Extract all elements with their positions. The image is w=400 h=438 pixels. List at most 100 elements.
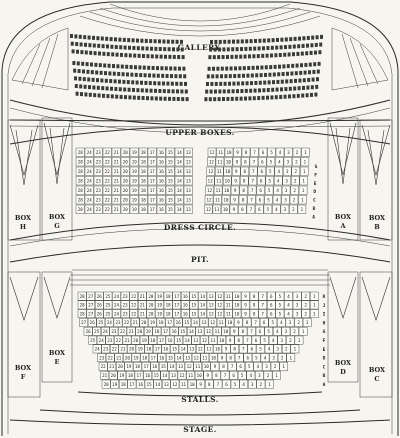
stalls-seat[interactable]: 7 xyxy=(258,300,268,310)
stalls-seat[interactable]: 6 xyxy=(259,318,269,327)
stalls-seat[interactable]: 15 xyxy=(174,335,183,345)
stalls-seat[interactable]: 17 xyxy=(134,371,144,380)
stalls-seat[interactable]: 21 xyxy=(137,291,147,301)
dress-circle-seat[interactable]: 7 xyxy=(247,185,257,195)
dress-circle-seat[interactable]: 23 xyxy=(93,157,103,167)
stalls-seat[interactable]: 2 xyxy=(301,291,311,301)
stalls-seat[interactable]: 15 xyxy=(170,344,179,354)
stalls-seat[interactable]: 1 xyxy=(298,327,308,336)
dress-circle-seat[interactable]: 8 xyxy=(241,157,250,167)
stalls-seat[interactable]: 28 xyxy=(77,309,87,319)
stalls-seat[interactable]: 27 xyxy=(86,300,95,310)
stalls-seat[interactable]: 22 xyxy=(98,362,108,371)
dress-circle-seat[interactable]: 3 xyxy=(283,157,293,167)
stalls-seat[interactable]: 8 xyxy=(249,309,259,319)
stalls-seat[interactable]: 5 xyxy=(275,291,285,301)
stalls-seat[interactable]: 1 xyxy=(302,318,312,327)
stalls-seat[interactable]: 9 xyxy=(221,344,231,354)
stalls-seat[interactable]: 17 xyxy=(172,300,182,310)
stalls-seat[interactable]: 22 xyxy=(118,327,127,336)
stalls-seat[interactable]: 21 xyxy=(107,362,116,371)
dress-circle-seat[interactable]: 24 xyxy=(84,176,94,186)
stalls-seat[interactable]: 14 xyxy=(174,353,184,363)
stalls-seat[interactable]: 16 xyxy=(173,318,183,327)
stalls-seat[interactable]: 17 xyxy=(172,309,182,319)
dress-circle-seat[interactable]: 1 xyxy=(301,147,310,157)
stalls-seat[interactable]: 7 xyxy=(258,309,268,319)
stalls-seat[interactable]: 19 xyxy=(148,318,157,327)
dress-circle-seat[interactable]: 2 xyxy=(291,166,300,176)
stalls-seat[interactable]: 11 xyxy=(208,335,218,345)
stalls-seat[interactable]: 8 xyxy=(204,379,214,389)
stalls-seat[interactable]: 20 xyxy=(115,362,125,371)
dress-circle-seat[interactable]: 5 xyxy=(267,147,276,157)
dress-circle-seat[interactable]: 28 xyxy=(75,204,85,214)
dress-circle-seat[interactable]: 9 xyxy=(232,166,241,176)
dress-circle-seat[interactable]: 11 xyxy=(214,176,223,186)
dress-circle-seat[interactable]: 24 xyxy=(84,195,94,205)
dress-circle-seat[interactable]: 3 xyxy=(282,176,291,186)
stalls-seat[interactable]: 3 xyxy=(285,318,295,327)
stalls-seat[interactable]: 12 xyxy=(191,353,201,363)
stalls-seat[interactable]: 10 xyxy=(221,327,231,336)
dress-circle-seat[interactable]: 5 xyxy=(264,195,273,205)
stalls-seat[interactable]: 15 xyxy=(182,318,192,327)
stalls-seat[interactable]: 9 xyxy=(241,300,250,310)
dress-circle-seat[interactable]: 28 xyxy=(75,185,85,195)
stalls-seat[interactable]: 10 xyxy=(194,371,204,380)
dress-circle-seat[interactable]: 7 xyxy=(248,176,257,186)
dress-circle-seat[interactable]: 22 xyxy=(102,166,112,176)
dress-circle-seat[interactable]: 19 xyxy=(129,176,139,186)
stalls-seat[interactable]: 22 xyxy=(105,353,115,363)
dress-circle-seat[interactable]: 11 xyxy=(216,147,225,157)
stalls-seat[interactable]: 7 xyxy=(251,318,260,327)
dress-circle-seat[interactable]: 21 xyxy=(111,157,121,167)
stalls-seat[interactable]: 5 xyxy=(237,371,247,380)
dress-circle-seat[interactable]: 12 xyxy=(207,147,217,157)
stalls-seat[interactable]: 11 xyxy=(179,379,188,389)
stalls-seat[interactable]: 12 xyxy=(215,300,225,310)
dress-circle-seat[interactable]: 20 xyxy=(120,176,130,186)
stalls-seat[interactable]: 13 xyxy=(183,353,192,363)
stalls-seat[interactable]: 7 xyxy=(238,344,248,354)
stalls-seat[interactable]: 22 xyxy=(114,335,123,345)
dress-circle-seat[interactable]: 1 xyxy=(297,204,307,214)
dress-circle-seat[interactable]: 6 xyxy=(256,185,265,195)
stalls-seat[interactable]: 24 xyxy=(92,344,102,354)
stalls-seat[interactable]: 20 xyxy=(131,335,140,345)
dress-circle-seat[interactable]: 18 xyxy=(138,157,148,167)
stalls-seat[interactable]: 18 xyxy=(140,353,149,363)
stalls-seat[interactable]: 22 xyxy=(129,309,139,319)
dress-circle-seat[interactable]: 17 xyxy=(147,195,157,205)
stalls-seat[interactable]: 23 xyxy=(120,300,130,310)
dress-circle-seat[interactable]: 2 xyxy=(291,176,300,186)
stalls-seat[interactable]: 14 xyxy=(198,291,207,301)
stalls-seat[interactable]: 19 xyxy=(131,353,141,363)
stalls-seat[interactable]: 14 xyxy=(186,327,196,336)
stalls-seat[interactable]: 20 xyxy=(146,291,156,301)
stalls-seat[interactable]: 2 xyxy=(270,362,280,371)
stalls-seat[interactable]: 20 xyxy=(108,371,118,380)
stalls-seat[interactable]: 13 xyxy=(161,379,171,389)
dress-circle-seat[interactable]: 18 xyxy=(138,147,148,157)
stalls-seat[interactable]: 14 xyxy=(198,309,207,319)
stalls-seat[interactable]: 19 xyxy=(124,362,134,371)
dress-circle-seat[interactable]: 19 xyxy=(129,195,139,205)
stalls-seat[interactable]: 8 xyxy=(238,327,248,336)
dress-circle-seat[interactable]: 28 xyxy=(75,147,85,157)
stalls-seat[interactable]: 16 xyxy=(157,353,167,363)
stalls-seat[interactable]: 10 xyxy=(201,362,211,371)
dress-circle-seat[interactable]: 28 xyxy=(75,176,85,186)
stalls-seat[interactable]: 15 xyxy=(189,309,199,319)
stalls-seat[interactable]: 20 xyxy=(123,353,132,363)
stalls-seat[interactable]: 13 xyxy=(206,309,216,319)
stalls-seat[interactable]: 14 xyxy=(191,318,200,327)
stalls-seat[interactable]: 4 xyxy=(253,362,263,371)
stalls-seat[interactable]: 6 xyxy=(247,344,257,354)
stalls-seat[interactable]: 24 xyxy=(100,327,110,336)
dress-circle-seat[interactable]: 21 xyxy=(111,195,121,205)
stalls-seat[interactable]: 12 xyxy=(208,318,217,327)
stalls-seat[interactable]: 16 xyxy=(169,327,179,336)
stalls-seat[interactable]: 17 xyxy=(127,379,137,389)
stalls-seat[interactable]: 9 xyxy=(217,353,227,363)
